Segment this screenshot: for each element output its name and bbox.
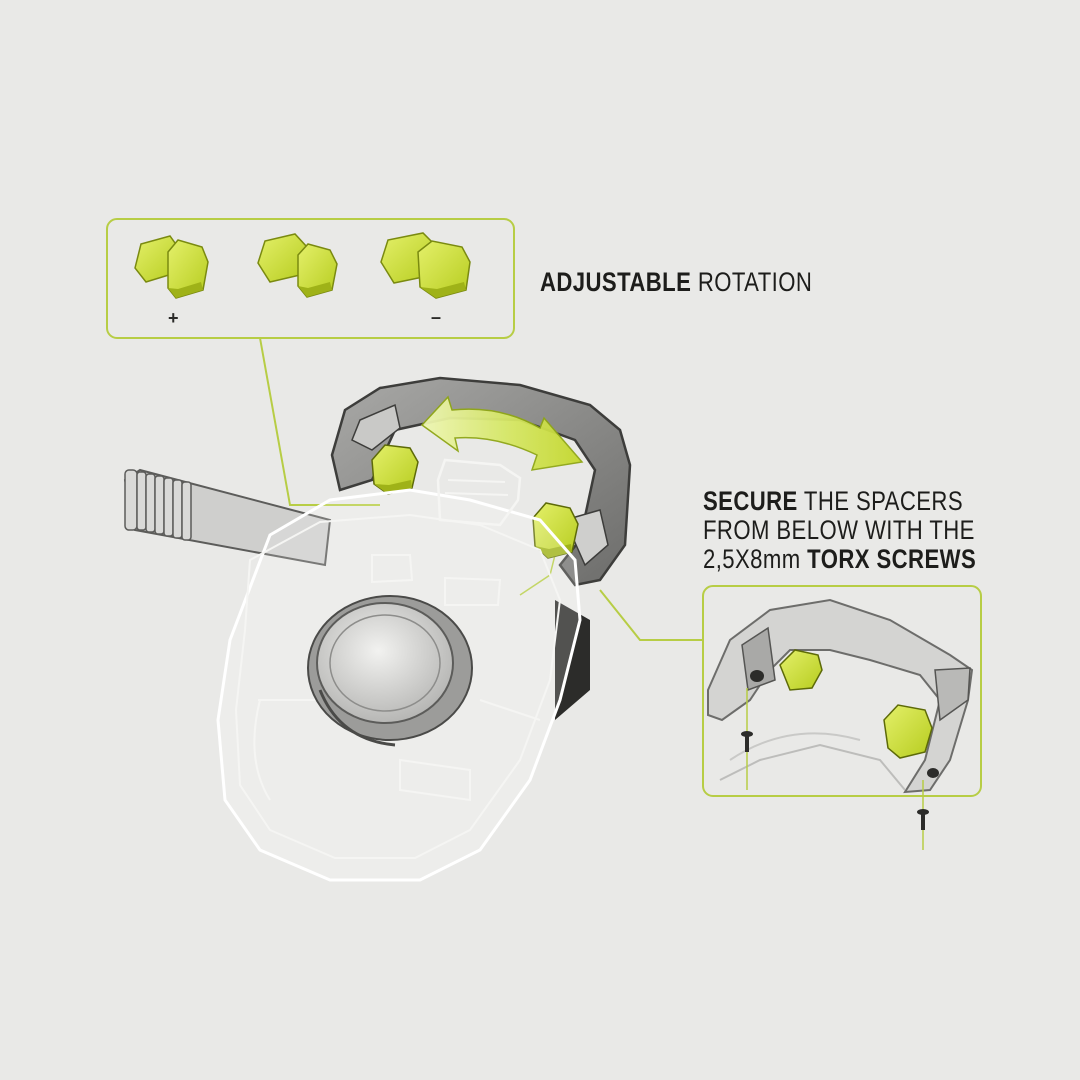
secure-line-2-text: FROM BELOW WITH THE: [703, 515, 975, 545]
leader-line-top: [259, 337, 380, 506]
rotation-title-rest: ROTATION: [691, 267, 813, 297]
torx-screw-icon-2: [917, 780, 929, 850]
secure-line-1: SECURE THE SPACERS: [703, 487, 976, 516]
torx-screw-icon: [741, 688, 753, 790]
cage-detail: [707, 598, 974, 794]
leader-line-right: [599, 589, 703, 641]
pedal-spacer-left: [371, 444, 419, 495]
plus-symbol: +: [168, 308, 179, 328]
rotation-arrow-icon: [420, 395, 584, 471]
pedal-spindle: [123, 468, 332, 567]
secure-callout-box: [702, 585, 982, 797]
secure-bold: SECURE: [703, 486, 798, 516]
adjustable-rotation-title: ADJUSTABLE ROTATION: [540, 268, 812, 297]
torx-screws-bold: TORX SCREWS: [807, 544, 977, 574]
pedal-spacer-right: [532, 502, 579, 559]
cleat-disc: [307, 595, 473, 747]
secure-line-2: FROM BELOW WITH THE: [703, 516, 976, 545]
secure-line-3-prefix: 2,5X8mm: [703, 544, 808, 574]
spacer-plus: [134, 235, 209, 299]
rotation-callout-box: [106, 218, 515, 339]
spacer-medium: [257, 233, 338, 298]
minus-symbol: –: [431, 307, 442, 327]
secure-line-1-rest: THE SPACERS: [797, 486, 964, 516]
secure-spacers-text: SECURE THE SPACERS FROM BELOW WITH THE 2…: [703, 487, 976, 574]
spacer-minus: [380, 232, 471, 299]
rotation-title-bold: ADJUSTABLE: [540, 267, 692, 297]
secure-line-3: 2,5X8mm TORX SCREWS: [703, 545, 976, 574]
